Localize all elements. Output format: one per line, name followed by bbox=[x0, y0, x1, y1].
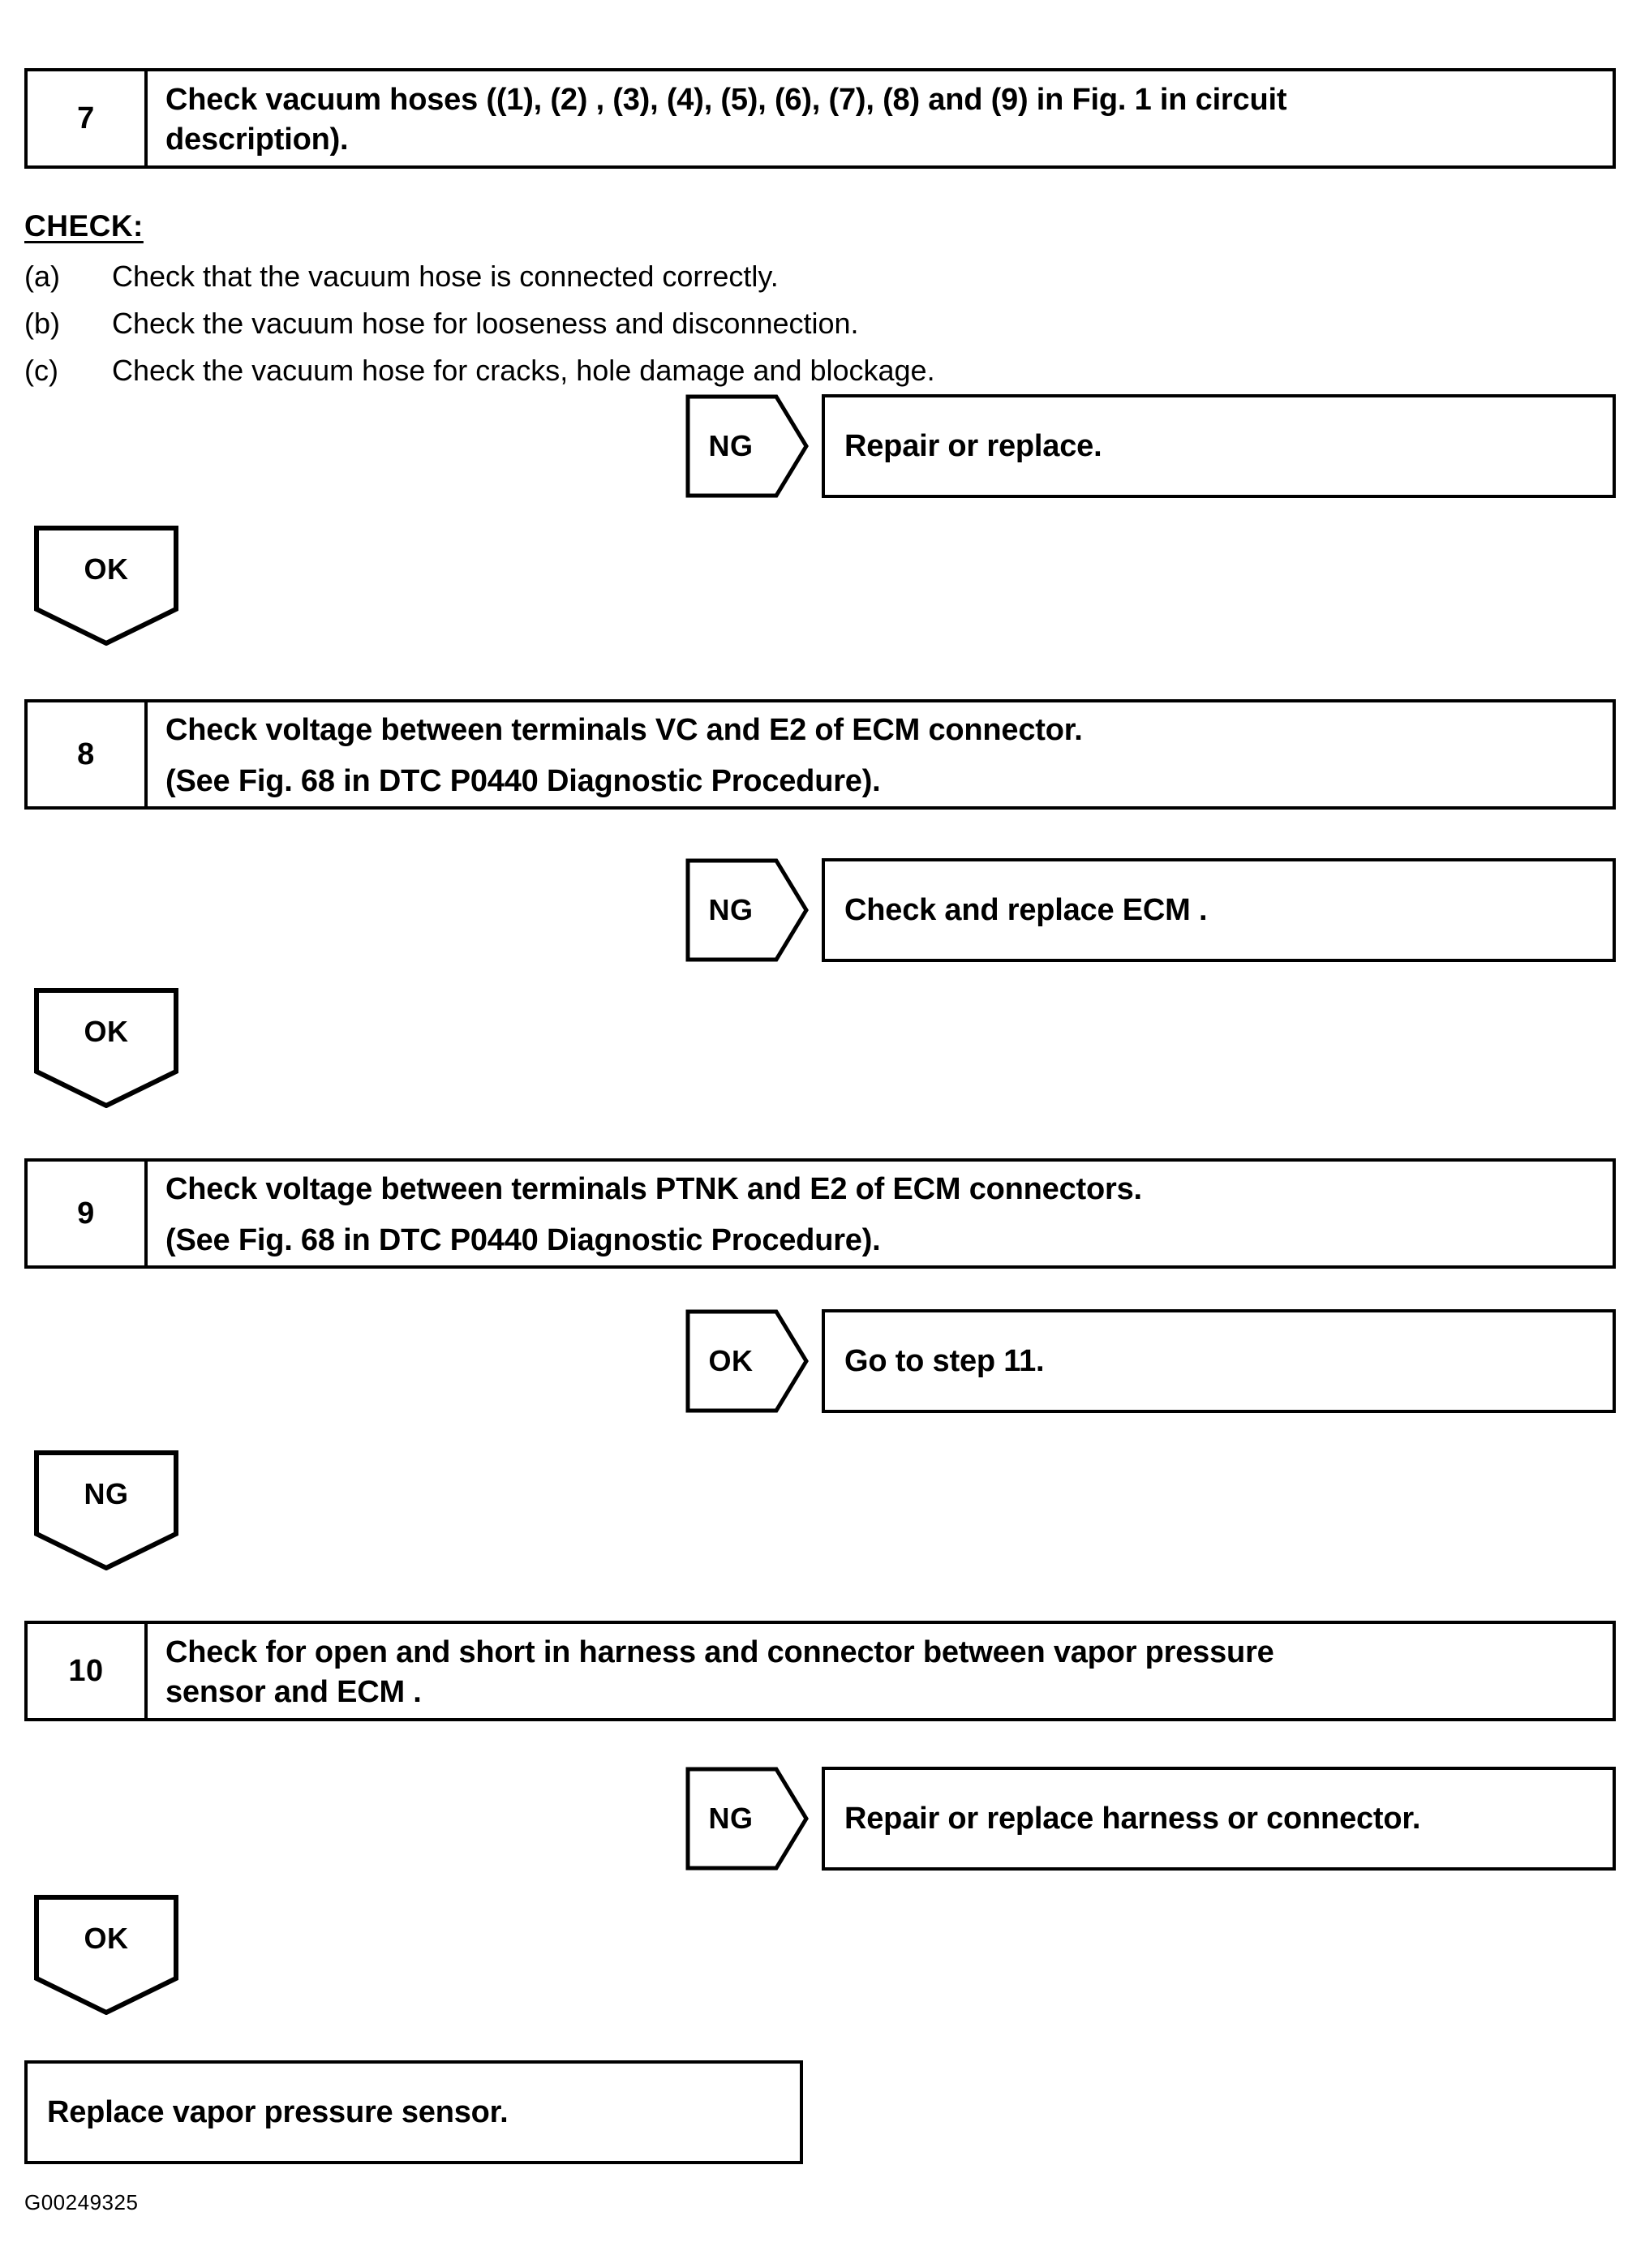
check-item: (b) Check the vacuum hose for looseness … bbox=[24, 305, 1241, 343]
branch-label: OK bbox=[84, 1015, 129, 1048]
step-text: Check voltage between terminals PTNK and… bbox=[148, 1162, 1613, 1265]
step-text-line: description). bbox=[165, 122, 349, 157]
result-text: Repair or replace harness or connector. bbox=[844, 1801, 1421, 1836]
check-item-marker: (a) bbox=[24, 260, 60, 293]
branch-arrow-ok-step9: OK bbox=[685, 1309, 809, 1413]
result-box-go-to-step-11: Go to step 11. bbox=[822, 1309, 1616, 1413]
step-text: Check for open and short in harness and … bbox=[148, 1624, 1613, 1718]
result-box-check-and-replace-ecm: Check and replace ECM . bbox=[822, 858, 1616, 962]
footer-code: G00249325 bbox=[24, 2190, 139, 2214]
arrow-right-shape bbox=[685, 1767, 809, 1871]
branch-label: NG bbox=[708, 893, 754, 926]
arrow-down-shape bbox=[34, 1450, 178, 1570]
branch-label: NG bbox=[84, 1477, 129, 1510]
arrow-down-shape bbox=[34, 988, 178, 1108]
step-text-line: Check vacuum hoses ((1), (2) , (3), (4),… bbox=[165, 82, 1287, 117]
check-item: (c) Check the vacuum hose for cracks, ho… bbox=[24, 352, 1241, 390]
step-text-line: (See Fig. 68 in DTC P0440 Diagnostic Pro… bbox=[165, 764, 881, 798]
check-item: (a) Check that the vacuum hose is connec… bbox=[24, 258, 1241, 296]
branch-arrow-ok-step10: OK bbox=[34, 1895, 178, 2015]
step-box-9: 9 Check voltage between terminals PTNK a… bbox=[24, 1158, 1616, 1269]
check-item-marker: (b) bbox=[24, 306, 60, 340]
step-number: 8 bbox=[28, 702, 148, 806]
arrow-down-shape bbox=[34, 526, 178, 646]
step-text: Check vacuum hoses ((1), (2) , (3), (4),… bbox=[148, 71, 1613, 165]
branch-label: OK bbox=[708, 1344, 754, 1377]
arrow-right-shape bbox=[685, 1309, 809, 1413]
branch-label: NG bbox=[708, 429, 754, 462]
check-section: CHECK: (a) Check that the vacuum hose is… bbox=[24, 209, 1241, 398]
check-heading: CHECK: bbox=[24, 209, 144, 243]
check-item-text: Check that the vacuum hose is connected … bbox=[112, 260, 779, 293]
branch-arrow-ng-step8: NG bbox=[685, 858, 809, 962]
branch-label: OK bbox=[84, 1922, 129, 1955]
arrow-down-shape bbox=[34, 1895, 178, 2015]
branch-arrow-ng-step10: NG bbox=[685, 1767, 809, 1871]
step-text-line: sensor and ECM . bbox=[165, 1675, 422, 1709]
step-number: 9 bbox=[28, 1162, 148, 1265]
step-box-8: 8 Check voltage between terminals VC and… bbox=[24, 699, 1616, 810]
step-text-line: Check voltage between terminals PTNK and… bbox=[165, 1171, 1142, 1206]
result-text: Go to step 11. bbox=[844, 1343, 1045, 1378]
step-text: Check voltage between terminals VC and E… bbox=[148, 702, 1613, 806]
check-item-marker: (c) bbox=[24, 353, 58, 387]
result-box-repair-or-replace: Repair or replace. bbox=[822, 394, 1616, 498]
result-box-replace-vapor-pressure-sensor: Replace vapor pressure sensor. bbox=[24, 2060, 803, 2164]
result-text: Check and replace ECM . bbox=[844, 892, 1208, 927]
branch-arrow-ng-step7: NG bbox=[685, 394, 809, 498]
step-number: 7 bbox=[28, 71, 148, 165]
step-number: 10 bbox=[28, 1624, 148, 1718]
result-box-repair-or-replace-harness: Repair or replace harness or connector. bbox=[822, 1767, 1616, 1871]
arrow-right-shape bbox=[685, 858, 809, 962]
step-box-10: 10 Check for open and short in harness a… bbox=[24, 1621, 1616, 1721]
arrow-right-shape bbox=[685, 394, 809, 498]
step-text-line: (See Fig. 68 in DTC P0440 Diagnostic Pro… bbox=[165, 1223, 881, 1257]
step-text-line: Check voltage between terminals VC and E… bbox=[165, 712, 1083, 747]
check-item-text: Check the vacuum hose for cracks, hole d… bbox=[112, 353, 935, 387]
branch-arrow-ok-step7: OK bbox=[34, 526, 178, 646]
result-text: Replace vapor pressure sensor. bbox=[47, 2094, 509, 2129]
result-text: Repair or replace. bbox=[844, 428, 1102, 463]
branch-arrow-ok-step8: OK bbox=[34, 988, 178, 1108]
branch-arrow-ng-step9: NG bbox=[34, 1450, 178, 1570]
step-box-7: 7 Check vacuum hoses ((1), (2) , (3), (4… bbox=[24, 68, 1616, 169]
branch-label: NG bbox=[708, 1802, 754, 1835]
branch-label: OK bbox=[84, 552, 129, 586]
check-item-text: Check the vacuum hose for looseness and … bbox=[112, 306, 859, 340]
step-text-line: Check for open and short in harness and … bbox=[165, 1634, 1274, 1669]
